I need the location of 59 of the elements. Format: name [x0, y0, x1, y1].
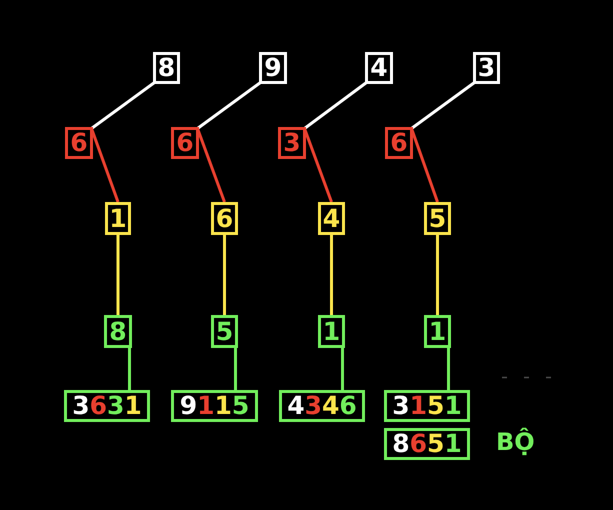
label-text: BỘ — [496, 426, 535, 458]
digit-box — [318, 315, 345, 348]
connector-line — [304, 81, 368, 130]
digit-box — [211, 202, 238, 235]
digit-box — [424, 315, 451, 348]
digit-text: 3 — [283, 130, 301, 156]
connector-line — [436, 235, 439, 315]
connector-line — [234, 348, 237, 390]
connector-line — [90, 81, 156, 130]
digit-text: 5 — [428, 206, 446, 232]
digit-text: 1 — [428, 318, 446, 344]
result-box — [384, 428, 470, 460]
digit-box — [385, 127, 413, 159]
connector-line — [410, 128, 439, 202]
digit-text: 6 — [70, 130, 88, 156]
connector-line — [410, 81, 476, 130]
digit-text: 4 — [370, 55, 388, 81]
digit-box — [318, 202, 345, 235]
digit-text: 5 — [216, 318, 234, 344]
digit-text: 6 — [390, 130, 408, 156]
digit-box — [473, 52, 500, 84]
digit-box — [105, 202, 131, 235]
digit-box — [365, 52, 393, 84]
connector-line — [90, 128, 120, 202]
digit-box — [65, 127, 93, 159]
digit-text: 8 — [109, 318, 127, 344]
connector-line — [223, 235, 226, 315]
connector-line — [196, 128, 226, 203]
connector-line — [341, 348, 344, 390]
number-text: 3631 — [72, 393, 142, 419]
connector-line — [447, 348, 450, 390]
result-box — [171, 390, 258, 422]
number-text: 4346 — [287, 393, 357, 419]
number-text: 8651 — [392, 431, 462, 457]
result-box — [64, 390, 150, 422]
result-box — [279, 390, 365, 422]
result-box — [384, 390, 470, 422]
digit-text: 3 — [478, 55, 496, 81]
digit-box — [211, 315, 238, 348]
digit-box — [424, 202, 451, 235]
digit-box — [153, 52, 180, 84]
connector-line — [196, 81, 262, 130]
digit-box — [278, 127, 306, 159]
digit-box — [104, 315, 132, 348]
digit-text: 1 — [109, 206, 127, 232]
digit-text: 8 — [158, 55, 176, 81]
digit-text: 1 — [322, 318, 340, 344]
connector-line — [116, 235, 120, 315]
digit-text: 6 — [176, 130, 194, 156]
number-text: 3151 — [392, 393, 462, 419]
digit-text: 4 — [322, 206, 340, 232]
connector-line — [303, 128, 333, 203]
digit-box — [171, 127, 199, 159]
digit-box — [259, 52, 287, 84]
connector-line — [330, 235, 333, 315]
number-text: 9115 — [180, 393, 250, 419]
digit-text: 6 — [216, 206, 234, 232]
digit-text: 9 — [264, 55, 282, 81]
connector-line — [128, 348, 131, 390]
